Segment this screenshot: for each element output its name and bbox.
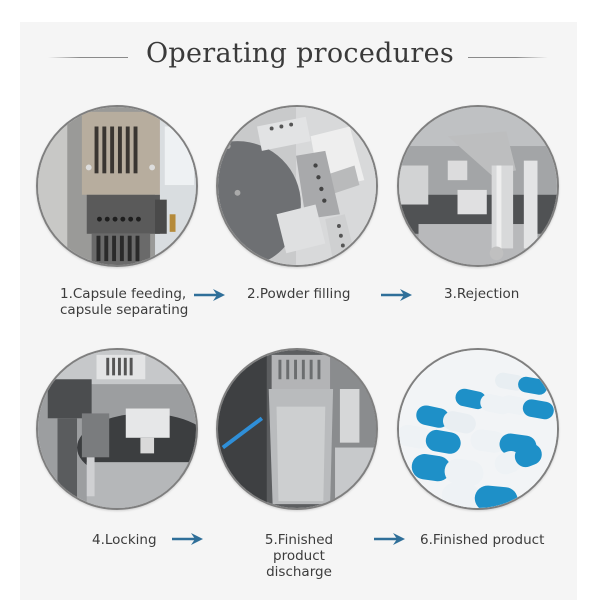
step-6-label: 6.Finished product	[420, 532, 544, 548]
step-5-label-line1: 5.Finished product	[264, 532, 334, 564]
page-title: Operating procedures	[145, 38, 455, 69]
step-1-label-line1: 1.Capsule feeding,	[60, 286, 187, 302]
step-3-image	[397, 105, 559, 267]
right-arrow-icon	[381, 289, 412, 301]
step-4-label-line1: 4.Locking	[92, 532, 157, 548]
blue-white-capsules-photo	[399, 350, 557, 508]
step-4-label: 4.Locking	[92, 532, 157, 548]
step-2-image	[216, 105, 378, 267]
step-5-image	[216, 348, 378, 510]
capsule-feeding-machine-photo	[38, 107, 196, 265]
step-2-label-line1: 2.Powder filling	[247, 286, 351, 302]
step-1-label: 1.Capsule feeding, capsule separating	[60, 286, 188, 318]
step-6-label-line1: 6.Finished product	[420, 532, 545, 548]
step-5-label: 5.Finished product discharge	[237, 532, 361, 580]
step-6-image	[397, 348, 559, 510]
step-1-image	[36, 105, 198, 267]
step-1-label-line2: capsule separating	[60, 302, 189, 318]
step-3-label: 3.Rejection	[444, 286, 519, 302]
discharge-chute-photo	[218, 350, 376, 508]
step-3-label-line1: 3.Rejection	[444, 286, 520, 302]
step-2-label: 2.Powder filling	[247, 286, 350, 302]
rejection-machine-photo	[399, 107, 557, 265]
step-5-label-line2: discharge	[266, 564, 332, 580]
title-divider-left	[48, 57, 128, 58]
title-divider-right	[468, 57, 548, 58]
right-arrow-icon	[172, 533, 203, 545]
right-arrow-icon	[374, 533, 405, 545]
step-4-image	[36, 348, 198, 510]
powder-filling-machine-photo	[218, 107, 376, 265]
right-arrow-icon	[194, 289, 225, 301]
locking-machine-photo	[38, 350, 196, 508]
